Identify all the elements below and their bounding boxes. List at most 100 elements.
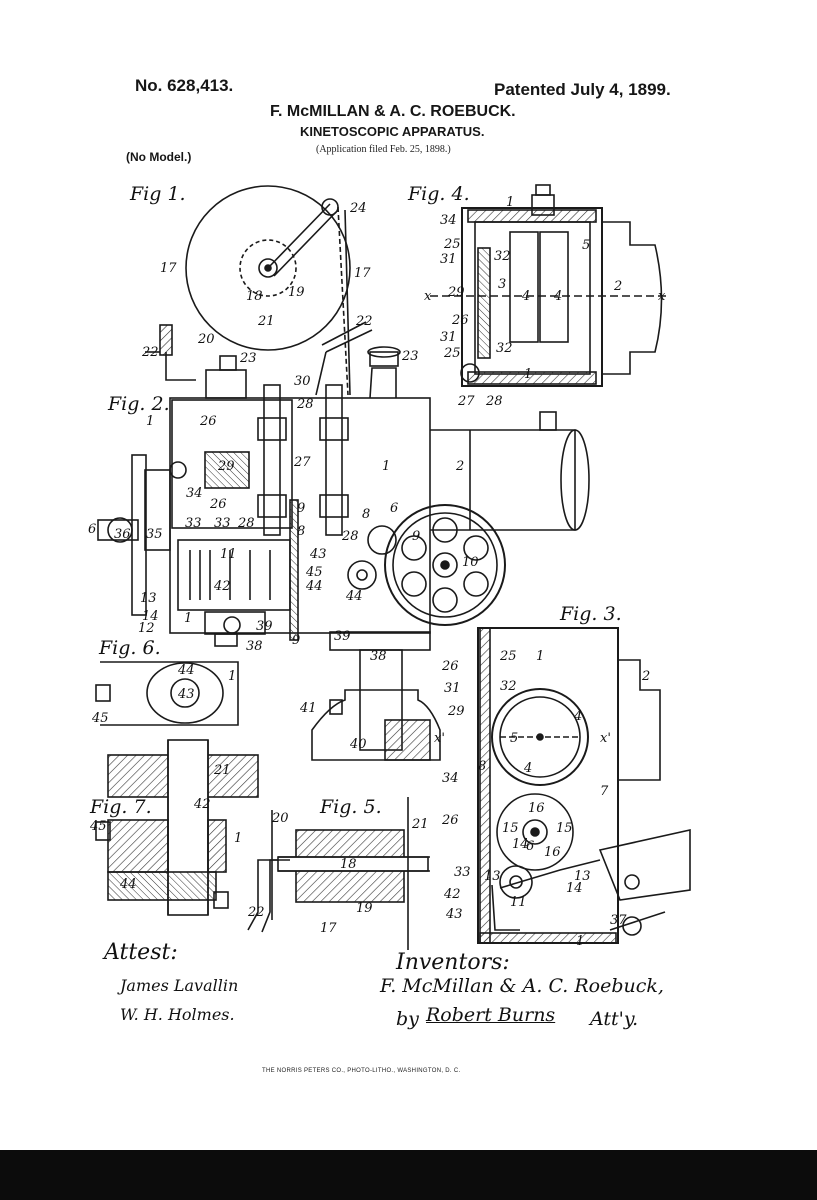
svg-text:42: 42 (443, 887, 461, 902)
svg-text:45: 45 (89, 819, 107, 834)
svg-text:7: 7 (600, 784, 609, 799)
svg-text:9: 9 (412, 529, 420, 544)
fig-5-label: Fig. 5. (320, 796, 382, 818)
svg-text:33: 33 (454, 865, 471, 880)
svg-text:25: 25 (499, 649, 517, 664)
svg-text:3: 3 (498, 277, 506, 292)
svg-text:1: 1 (184, 611, 192, 626)
svg-text:9: 9 (297, 501, 305, 516)
svg-text:18: 18 (340, 857, 357, 872)
model-note: (No Model.) (126, 150, 192, 164)
svg-text:37: 37 (610, 913, 627, 928)
svg-text:45: 45 (305, 565, 323, 580)
patented-date: Patented July 4, 1899. (494, 80, 671, 99)
svg-text:1: 1 (382, 459, 390, 474)
svg-text:5: 5 (510, 731, 518, 746)
svg-text:26: 26 (441, 659, 459, 674)
svg-text:21: 21 (213, 763, 231, 778)
svg-text:30: 30 (294, 374, 311, 389)
attest-label: Attest: (104, 940, 178, 965)
svg-text:2: 2 (613, 279, 622, 294)
film-reel (185, 185, 351, 351)
fig-2-drawing (97, 346, 590, 761)
svg-text:4: 4 (523, 761, 532, 776)
scan-edge (0, 1150, 817, 1200)
svg-text:5: 5 (582, 238, 590, 253)
svg-text:15: 15 (556, 821, 573, 836)
svg-text:33: 33 (185, 516, 202, 531)
fig-7-label: Fig. 7. (90, 796, 152, 818)
svg-text:1: 1 (234, 831, 242, 846)
inventors-signature: F. McMillan & A. C. Roebuck, (380, 975, 664, 997)
svg-text:43: 43 (177, 687, 195, 702)
svg-text:17: 17 (320, 921, 337, 936)
svg-text:6: 6 (88, 522, 96, 537)
svg-text:38: 38 (246, 639, 263, 654)
fig-4-label: Fig. 4. (408, 183, 470, 205)
fig-1-label: Fig 1. (130, 183, 186, 205)
fig-2-label: Fig. 2. (108, 393, 170, 415)
svg-text:1: 1 (536, 649, 544, 664)
svg-text:14: 14 (566, 881, 583, 896)
svg-text:4: 4 (573, 709, 582, 724)
fig-3-label: Fig. 3. (560, 603, 622, 625)
svg-text:1: 1 (146, 414, 154, 429)
svg-text:x: x (424, 289, 432, 304)
svg-text:39: 39 (334, 629, 351, 644)
svg-text:44: 44 (177, 663, 195, 678)
svg-text:21: 21 (257, 314, 275, 329)
svg-text:41: 41 (299, 701, 317, 716)
svg-text:2: 2 (641, 669, 650, 684)
svg-text:39: 39 (256, 619, 273, 634)
svg-text:1: 1 (524, 367, 532, 382)
svg-text:43: 43 (445, 907, 463, 922)
svg-text:27: 27 (457, 394, 475, 409)
svg-text:44: 44 (119, 877, 137, 892)
svg-text:32: 32 (494, 249, 511, 264)
svg-text:22: 22 (141, 345, 159, 360)
svg-text:35: 35 (146, 527, 163, 542)
svg-text:24: 24 (349, 201, 367, 216)
svg-text:26: 26 (199, 414, 217, 429)
svg-text:1: 1 (576, 934, 584, 949)
svg-text:8: 8 (478, 759, 486, 774)
svg-text:x': x' (600, 731, 611, 746)
svg-text:18: 18 (246, 289, 263, 304)
svg-text:31: 31 (440, 330, 457, 345)
svg-text:28: 28 (296, 397, 314, 412)
sprocket-wheel (491, 688, 589, 786)
svg-text:25: 25 (443, 346, 461, 361)
svg-text:20: 20 (271, 811, 289, 826)
svg-text:23: 23 (239, 351, 257, 366)
svg-text:36: 36 (114, 527, 131, 542)
svg-text:34: 34 (442, 771, 459, 786)
svg-text:29: 29 (217, 459, 235, 474)
scan-margin (742, 0, 817, 1200)
fig-6-drawing (95, 661, 239, 726)
svg-text:42: 42 (213, 579, 231, 594)
svg-text:20: 20 (197, 332, 215, 347)
svg-text:45: 45 (91, 711, 109, 726)
svg-text:14: 14 (512, 837, 529, 852)
svg-text:29: 29 (447, 704, 465, 719)
svg-text:28: 28 (341, 529, 359, 544)
svg-text:17: 17 (160, 261, 177, 276)
svg-text:23: 23 (401, 349, 419, 364)
svg-text:2: 2 (455, 459, 464, 474)
svg-text:19: 19 (288, 285, 305, 300)
svg-text:26: 26 (451, 313, 469, 328)
svg-text:42: 42 (193, 797, 211, 812)
svg-text:14: 14 (142, 609, 159, 624)
inventors-label: Inventors: (396, 950, 510, 975)
inventors-heading: F. McMILLAN & A. C. ROEBUCK. (270, 103, 516, 120)
svg-text:13: 13 (574, 869, 591, 884)
svg-text:x: x (658, 289, 666, 304)
svg-text:4: 4 (521, 289, 530, 304)
patent-title: KINETOSCOPIC APPARATUS. (300, 124, 485, 139)
svg-text:44: 44 (345, 589, 363, 604)
attorney-prefix: by (396, 1008, 419, 1030)
svg-text:6: 6 (526, 839, 534, 854)
svg-text:10: 10 (462, 555, 479, 570)
svg-text:1: 1 (506, 195, 514, 210)
patent-number: No. 628,413. (135, 76, 234, 95)
